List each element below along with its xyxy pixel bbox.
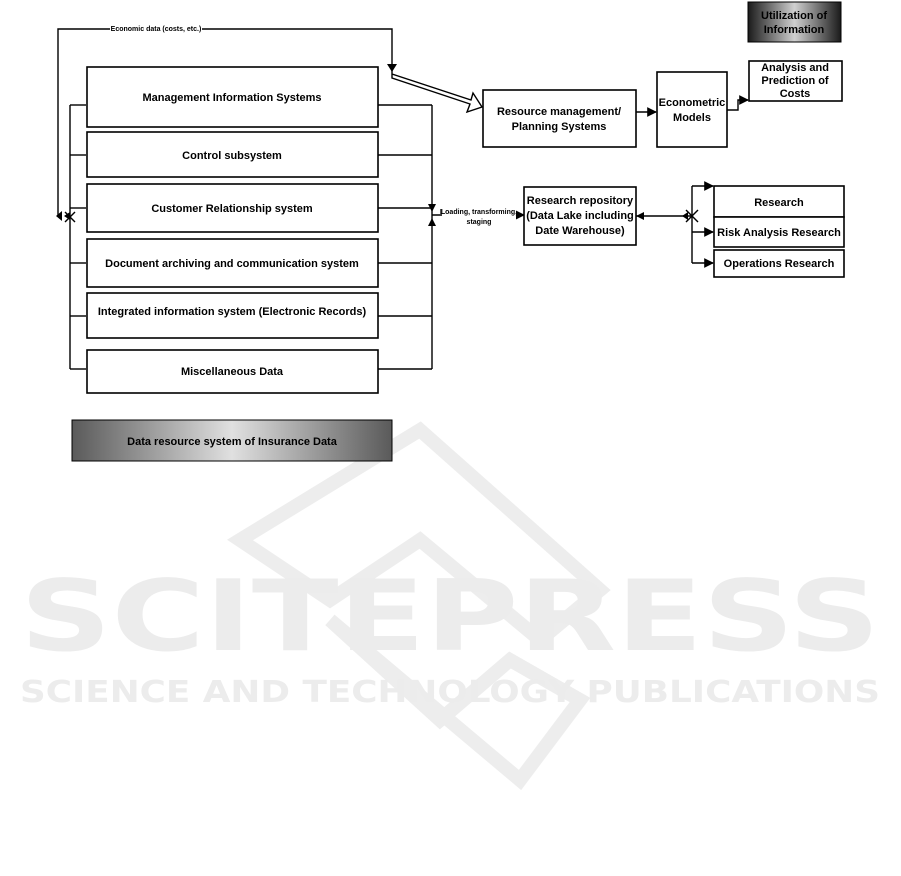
source-label-misc: Miscellaneous Data — [181, 366, 284, 378]
research-label: Research — [754, 197, 804, 209]
right-bus-arrowhead-up — [428, 218, 436, 226]
loading-label-line2-front: staging — [467, 219, 492, 226]
risk-research-box — [713, 216, 845, 248]
operations-research-label: Operations Research — [724, 258, 835, 270]
economic-label-bg — [110, 24, 202, 34]
watermark-brand: SCITEPRESS — [20, 560, 880, 674]
loading-label-bg — [442, 206, 516, 226]
source-label-crm: Customer Relationship system — [151, 203, 313, 215]
economic-data-arrowhead-top — [387, 64, 397, 72]
data-resource-header-label: Data resource system of Insurance Data — [127, 436, 338, 448]
source-label-integrated: Integrated information system (Electroni… — [98, 306, 367, 318]
repository-box — [523, 186, 637, 246]
utilization-header-line2: Information — [764, 24, 825, 36]
source-box-management — [86, 66, 379, 128]
planning-label-line1: Resource management/ — [497, 106, 621, 118]
repository-label-line3: Date Warehouse) — [535, 225, 625, 237]
analysis-label-line3: Costs — [780, 88, 811, 100]
analysis-box — [748, 60, 843, 102]
planning-label-line2: Planning Systems — [512, 121, 607, 133]
economic-data-label: Economic data (costs, etc.) — [111, 26, 202, 33]
utilization-header-box — [747, 1, 842, 43]
economic-data-loop — [57, 28, 393, 216]
source-box-document — [86, 238, 379, 288]
arrow-econometric-to-analysis — [727, 95, 749, 111]
repository-label-line2: (Data Lake including — [526, 210, 634, 222]
source-label-control: Control subsystem — [182, 150, 282, 162]
economic-data-arrowhead-left — [56, 211, 62, 221]
analysis-label-line1: Analysis and — [761, 62, 829, 74]
utilization-header-line1: Utilization of — [761, 10, 827, 22]
source-box-crm — [86, 183, 379, 233]
source-box-misc — [86, 349, 379, 394]
loading-label-line1-front: Loading, transforming, — [441, 209, 517, 216]
analysis-label-line2: Prediction of — [761, 75, 829, 87]
source-box-integrated — [86, 292, 379, 339]
source-label-document: Document archiving and communication sys… — [105, 258, 359, 270]
risk-research-label: Risk Analysis Research — [717, 227, 841, 239]
repository-label-line1: Research repository — [527, 195, 634, 207]
left-bus-stubs — [70, 104, 86, 370]
right-bus-stubs — [378, 104, 432, 370]
econometric-label-line1: Econometric — [659, 97, 726, 109]
hollow-arrow-to-planning — [391, 70, 484, 114]
source-label-management: Management Information Systems — [142, 92, 321, 104]
watermark-logo-shape — [226, 421, 611, 791]
data-resource-header-box — [71, 419, 393, 462]
source-box-control — [86, 131, 379, 178]
econometric-label-line2: Models — [673, 112, 711, 124]
planning-box — [482, 89, 637, 148]
right-bus-arrowhead-down — [428, 204, 436, 212]
watermark: SCITEPRESS SCIENCE AND TECHNOLOGY PUBLIC… — [20, 421, 880, 791]
left-junction-cross — [64, 211, 76, 223]
repository-left-arrowhead — [636, 212, 644, 220]
operations-research-box — [713, 249, 845, 278]
econometric-box — [656, 71, 728, 148]
watermark-tagline: SCIENCE AND TECHNOLOGY PUBLICATIONS — [20, 675, 880, 710]
